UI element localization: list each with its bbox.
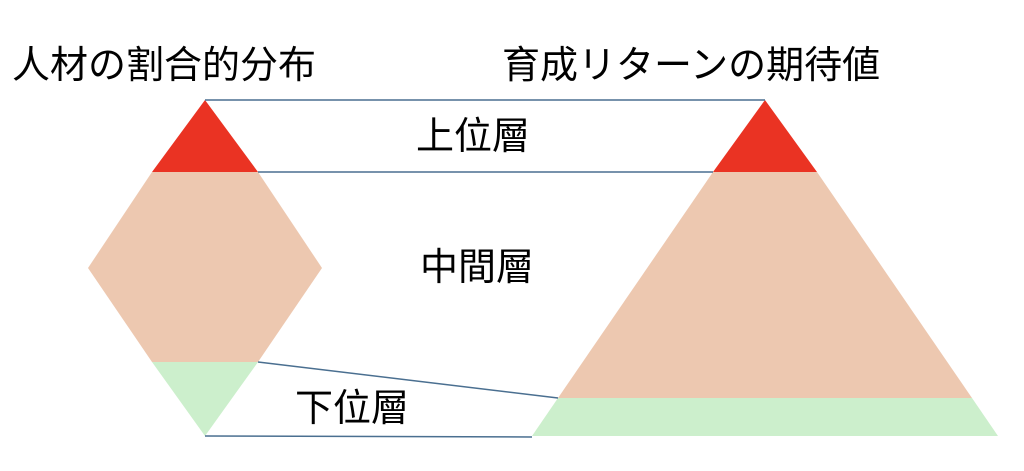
connector-line bbox=[204, 435, 533, 438]
left-title: 人材の割合的分布 bbox=[12, 43, 317, 87]
left-bottom-layer bbox=[152, 362, 258, 436]
right-middle-layer bbox=[558, 172, 972, 398]
bottom-layer-label: 下位層 bbox=[295, 386, 410, 430]
middle-layer-label: 中間層 bbox=[420, 245, 535, 289]
connector-line bbox=[257, 361, 559, 399]
right-title: 育成リターンの期待値 bbox=[502, 43, 881, 87]
right-top-layer bbox=[713, 100, 817, 172]
top-layer-label: 上位層 bbox=[416, 114, 531, 158]
right-bottom-layer bbox=[532, 398, 998, 436]
left-middle-layer bbox=[88, 172, 322, 362]
left-top-layer bbox=[152, 100, 258, 172]
